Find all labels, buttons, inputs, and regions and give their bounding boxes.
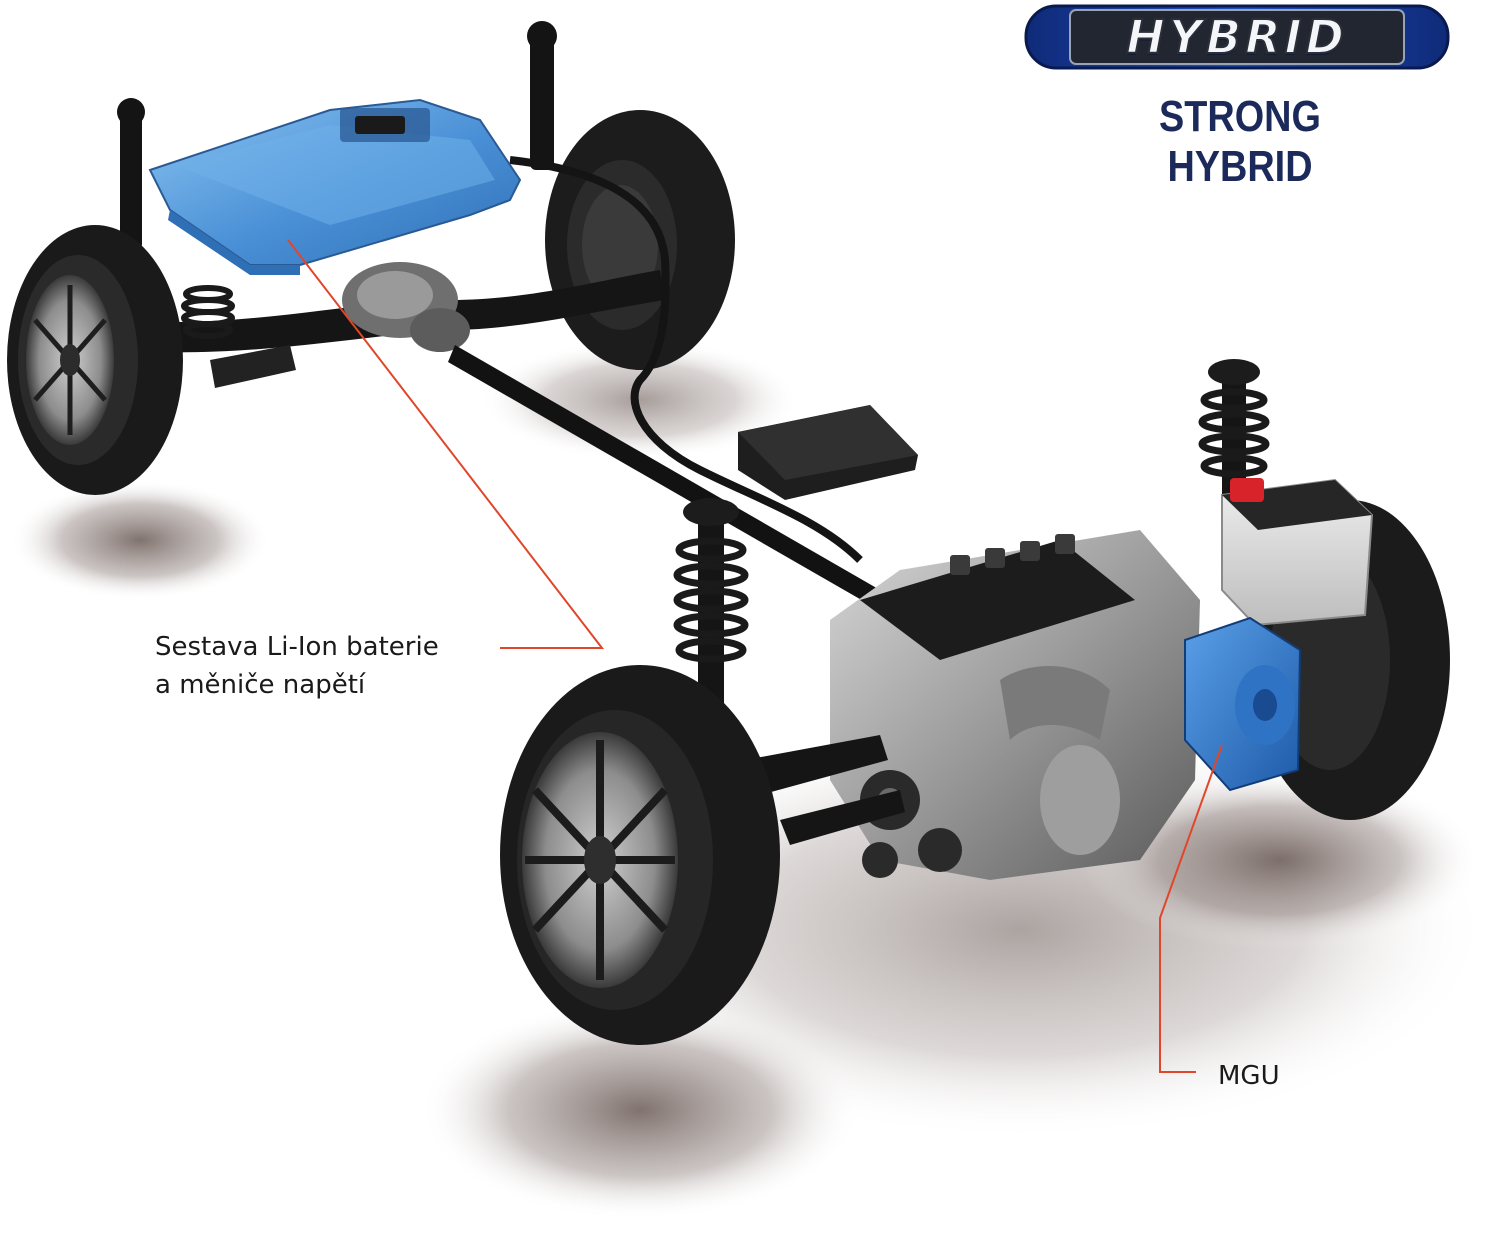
front-left-wheel xyxy=(500,665,780,1045)
engine xyxy=(830,530,1200,880)
rear-differential xyxy=(342,262,470,352)
battery-callout-line1: Sestava Li-Ion baterie xyxy=(155,632,439,662)
hybrid-badge: HYBRID xyxy=(1022,2,1452,72)
rear-shock-absorbers xyxy=(117,21,557,250)
mgu-callout: MGU xyxy=(1218,1061,1280,1091)
mgu-unit xyxy=(1184,616,1302,792)
rear-right-wheel xyxy=(545,110,735,370)
control-unit-box xyxy=(738,405,918,500)
front-left-strut xyxy=(673,498,749,740)
battery-callout: Sestava Li-Ion baterie a měniče napětí xyxy=(155,628,439,704)
12v-battery xyxy=(1221,478,1374,627)
battery-leader-line xyxy=(287,239,605,649)
front-subframe xyxy=(745,735,905,845)
leader-lines xyxy=(287,239,1223,1073)
rear-left-wheel xyxy=(7,225,183,495)
hybrid-badge-text: HYBRID xyxy=(1125,9,1348,65)
mgu-leader-line xyxy=(1159,744,1223,1073)
hybrid-badge-frame xyxy=(1024,4,1450,70)
high-voltage-cable xyxy=(509,156,863,563)
battery-callout-line2: a měniče napětí xyxy=(155,670,366,700)
propeller-shaft xyxy=(448,345,880,606)
li-ion-battery-pack xyxy=(148,98,522,275)
page-title: STRONG HYBRID xyxy=(1159,92,1321,191)
